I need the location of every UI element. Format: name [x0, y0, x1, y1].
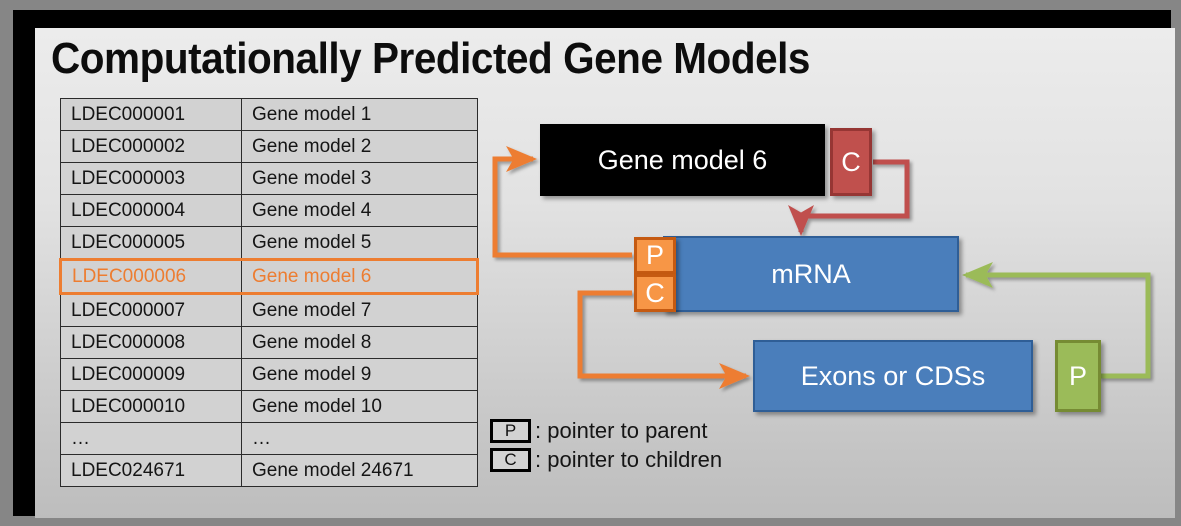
cell-gene-id: LDEC000002: [60, 130, 242, 163]
node-gene-model[interactable]: Gene model 6: [540, 124, 825, 196]
cell-gene-name: Gene model 4: [241, 194, 478, 227]
slide-canvas: Computationally Predicted Gene Models LD…: [35, 28, 1175, 518]
page-title: Computationally Predicted Gene Models: [51, 34, 810, 83]
cell-gene-id: LDEC000001: [60, 98, 242, 131]
node-mrna[interactable]: mRNA: [663, 236, 959, 312]
black-frame-border: Computationally Predicted Gene Models LD…: [13, 10, 1175, 518]
cell-gene-name: Gene model 9: [241, 358, 478, 391]
cell-gene-name: Gene model 8: [241, 326, 478, 359]
tab-mrna-parent-pointer[interactable]: P: [634, 237, 676, 274]
table-row[interactable]: ……: [60, 422, 478, 455]
cell-gene-id: LDEC000010: [60, 390, 242, 423]
cell-gene-id: LDEC000004: [60, 194, 242, 227]
cell-gene-id: LDEC000009: [60, 358, 242, 391]
cell-gene-name: Gene model 5: [241, 226, 478, 260]
legend-symbol-box: C: [490, 447, 531, 472]
legend-label: : pointer to children: [535, 446, 723, 472]
cell-gene-id: LDEC000005: [60, 226, 242, 260]
cell-gene-name: Gene model 10: [241, 390, 478, 423]
legend-label: : pointer to parent: [535, 417, 708, 443]
cell-gene-id: …: [60, 422, 242, 455]
legend-symbol-box: P: [490, 418, 531, 443]
cell-gene-name: Gene model 6: [241, 258, 479, 295]
cell-gene-name: …: [241, 422, 478, 455]
node-exons-or-cdss[interactable]: Exons or CDSs: [753, 340, 1033, 412]
tab-exons-parent-pointer[interactable]: P: [1055, 340, 1101, 412]
cell-gene-id: LDEC000006: [59, 258, 242, 295]
legend-item: P: pointer to parent: [490, 416, 722, 445]
cell-gene-id: LDEC000008: [60, 326, 242, 359]
cell-gene-name: Gene model 2: [241, 130, 478, 163]
cell-gene-name: Gene model 3: [241, 162, 478, 195]
cell-gene-name: Gene model 1: [241, 98, 478, 131]
tab-mrna-children-pointer[interactable]: C: [634, 274, 676, 312]
tab-gene-children-pointer[interactable]: C: [830, 128, 872, 196]
cell-gene-name: Gene model 24671: [241, 454, 478, 487]
cell-gene-id: LDEC024671: [60, 454, 242, 487]
cell-gene-name: Gene model 7: [241, 293, 478, 327]
cell-gene-id: LDEC000003: [60, 162, 242, 195]
cell-gene-id: LDEC000007: [60, 293, 242, 327]
legend-item: C: pointer to children: [490, 445, 722, 474]
